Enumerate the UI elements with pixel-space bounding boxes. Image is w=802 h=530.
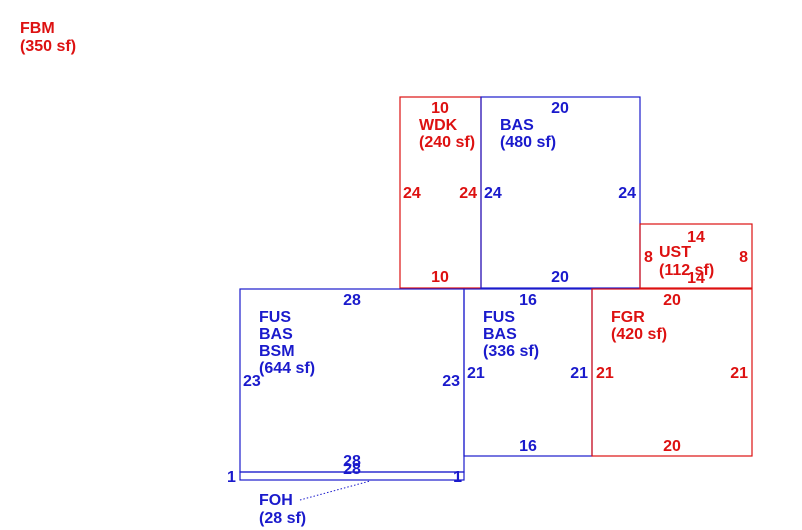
- main-left-code-1: FUS: [259, 309, 291, 326]
- foh-left-dimension: 1: [227, 469, 236, 486]
- ust-code: UST: [659, 244, 691, 261]
- wdk-bottom-dimension: 10: [431, 269, 449, 286]
- foh-area: 28 1 1 FOH (28 sf): [227, 461, 465, 527]
- foh-code: FOH: [259, 492, 293, 509]
- fgr-left-dimension: 21: [596, 365, 614, 382]
- bas-upper-outline: [480, 96, 641, 289]
- foh-outline: [239, 471, 465, 481]
- fbm-label-group: FBM (350 sf): [20, 20, 76, 55]
- main-mid-top-dimension: 16: [519, 292, 537, 309]
- fgr-bottom-dimension: 20: [663, 438, 681, 455]
- main-mid-bottom-dimension: 16: [519, 438, 537, 455]
- bas-upper-code: BAS: [500, 117, 534, 134]
- fbm-area: (350 sf): [20, 38, 76, 55]
- main-left-area: 28 FUS BAS BSM (644 sf) 23 23 28: [239, 288, 465, 473]
- main-left-top-dimension: 28: [343, 292, 361, 309]
- wdk-right-dimension: 24: [459, 185, 477, 202]
- main-left-bottom-dimension: 28: [343, 453, 361, 470]
- fgr-code: FGR: [611, 309, 645, 326]
- wdk-area-label: (240 sf): [419, 134, 475, 151]
- foh-right-dimension: 1: [453, 469, 462, 486]
- wdk-area: 10 WDK (240 sf) 24 24 10: [399, 96, 482, 289]
- fgr-area-label: (420 sf): [611, 326, 667, 343]
- main-mid-code-2: BAS: [483, 326, 517, 343]
- bas-upper-right-dimension: 24: [618, 185, 636, 202]
- ust-left-dimension: 8: [644, 249, 653, 266]
- wdk-left-dimension: 24: [403, 185, 421, 202]
- bas-upper-top-dimension: 20: [551, 100, 569, 117]
- main-left-right-dimension: 23: [442, 373, 460, 390]
- main-left-left-dimension: 23: [243, 373, 261, 390]
- fgr-top-dimension: 20: [663, 292, 681, 309]
- ust-top-dimension: 14: [687, 229, 705, 246]
- bas-upper-bottom-dimension: 20: [551, 269, 569, 286]
- main-mid-area: 16 FUS BAS (336 sf) 21 21 16: [463, 288, 593, 457]
- wdk-code: WDK: [419, 117, 458, 134]
- wdk-top-dimension: 10: [431, 100, 449, 117]
- foh-top-dimension: 28: [343, 461, 361, 478]
- fbm-code: FBM: [20, 20, 55, 37]
- main-left-code-3: BSM: [259, 343, 295, 360]
- ust-right-dimension: 8: [739, 249, 748, 266]
- main-mid-code-1: FUS: [483, 309, 515, 326]
- main-mid-right-dimension: 21: [570, 365, 588, 382]
- fgr-right-dimension: 21: [730, 365, 748, 382]
- main-mid-left-dimension: 21: [467, 365, 485, 382]
- bas-upper-left-dimension: 24: [484, 185, 502, 202]
- ust-outline: [639, 223, 753, 289]
- main-left-area-label: (644 sf): [259, 360, 315, 377]
- foh-area-label: (28 sf): [259, 510, 306, 527]
- bas-upper-area: 20 BAS (480 sf) 24 24 20: [480, 96, 641, 289]
- ust-area: 14 UST (112 sf) 8 8 14: [639, 223, 753, 289]
- main-left-code-2: BAS: [259, 326, 293, 343]
- ust-area-label: (112 sf): [659, 262, 714, 279]
- main-mid-area-label: (336 sf): [483, 343, 539, 360]
- fgr-outline: [591, 288, 753, 457]
- foh-leader-line: [299, 480, 371, 501]
- fgr-area: 20 FGR (420 sf) 21 21 20: [591, 288, 753, 457]
- bas-upper-area-label: (480 sf): [500, 134, 556, 151]
- ust-bottom-dimension: 14: [687, 270, 705, 287]
